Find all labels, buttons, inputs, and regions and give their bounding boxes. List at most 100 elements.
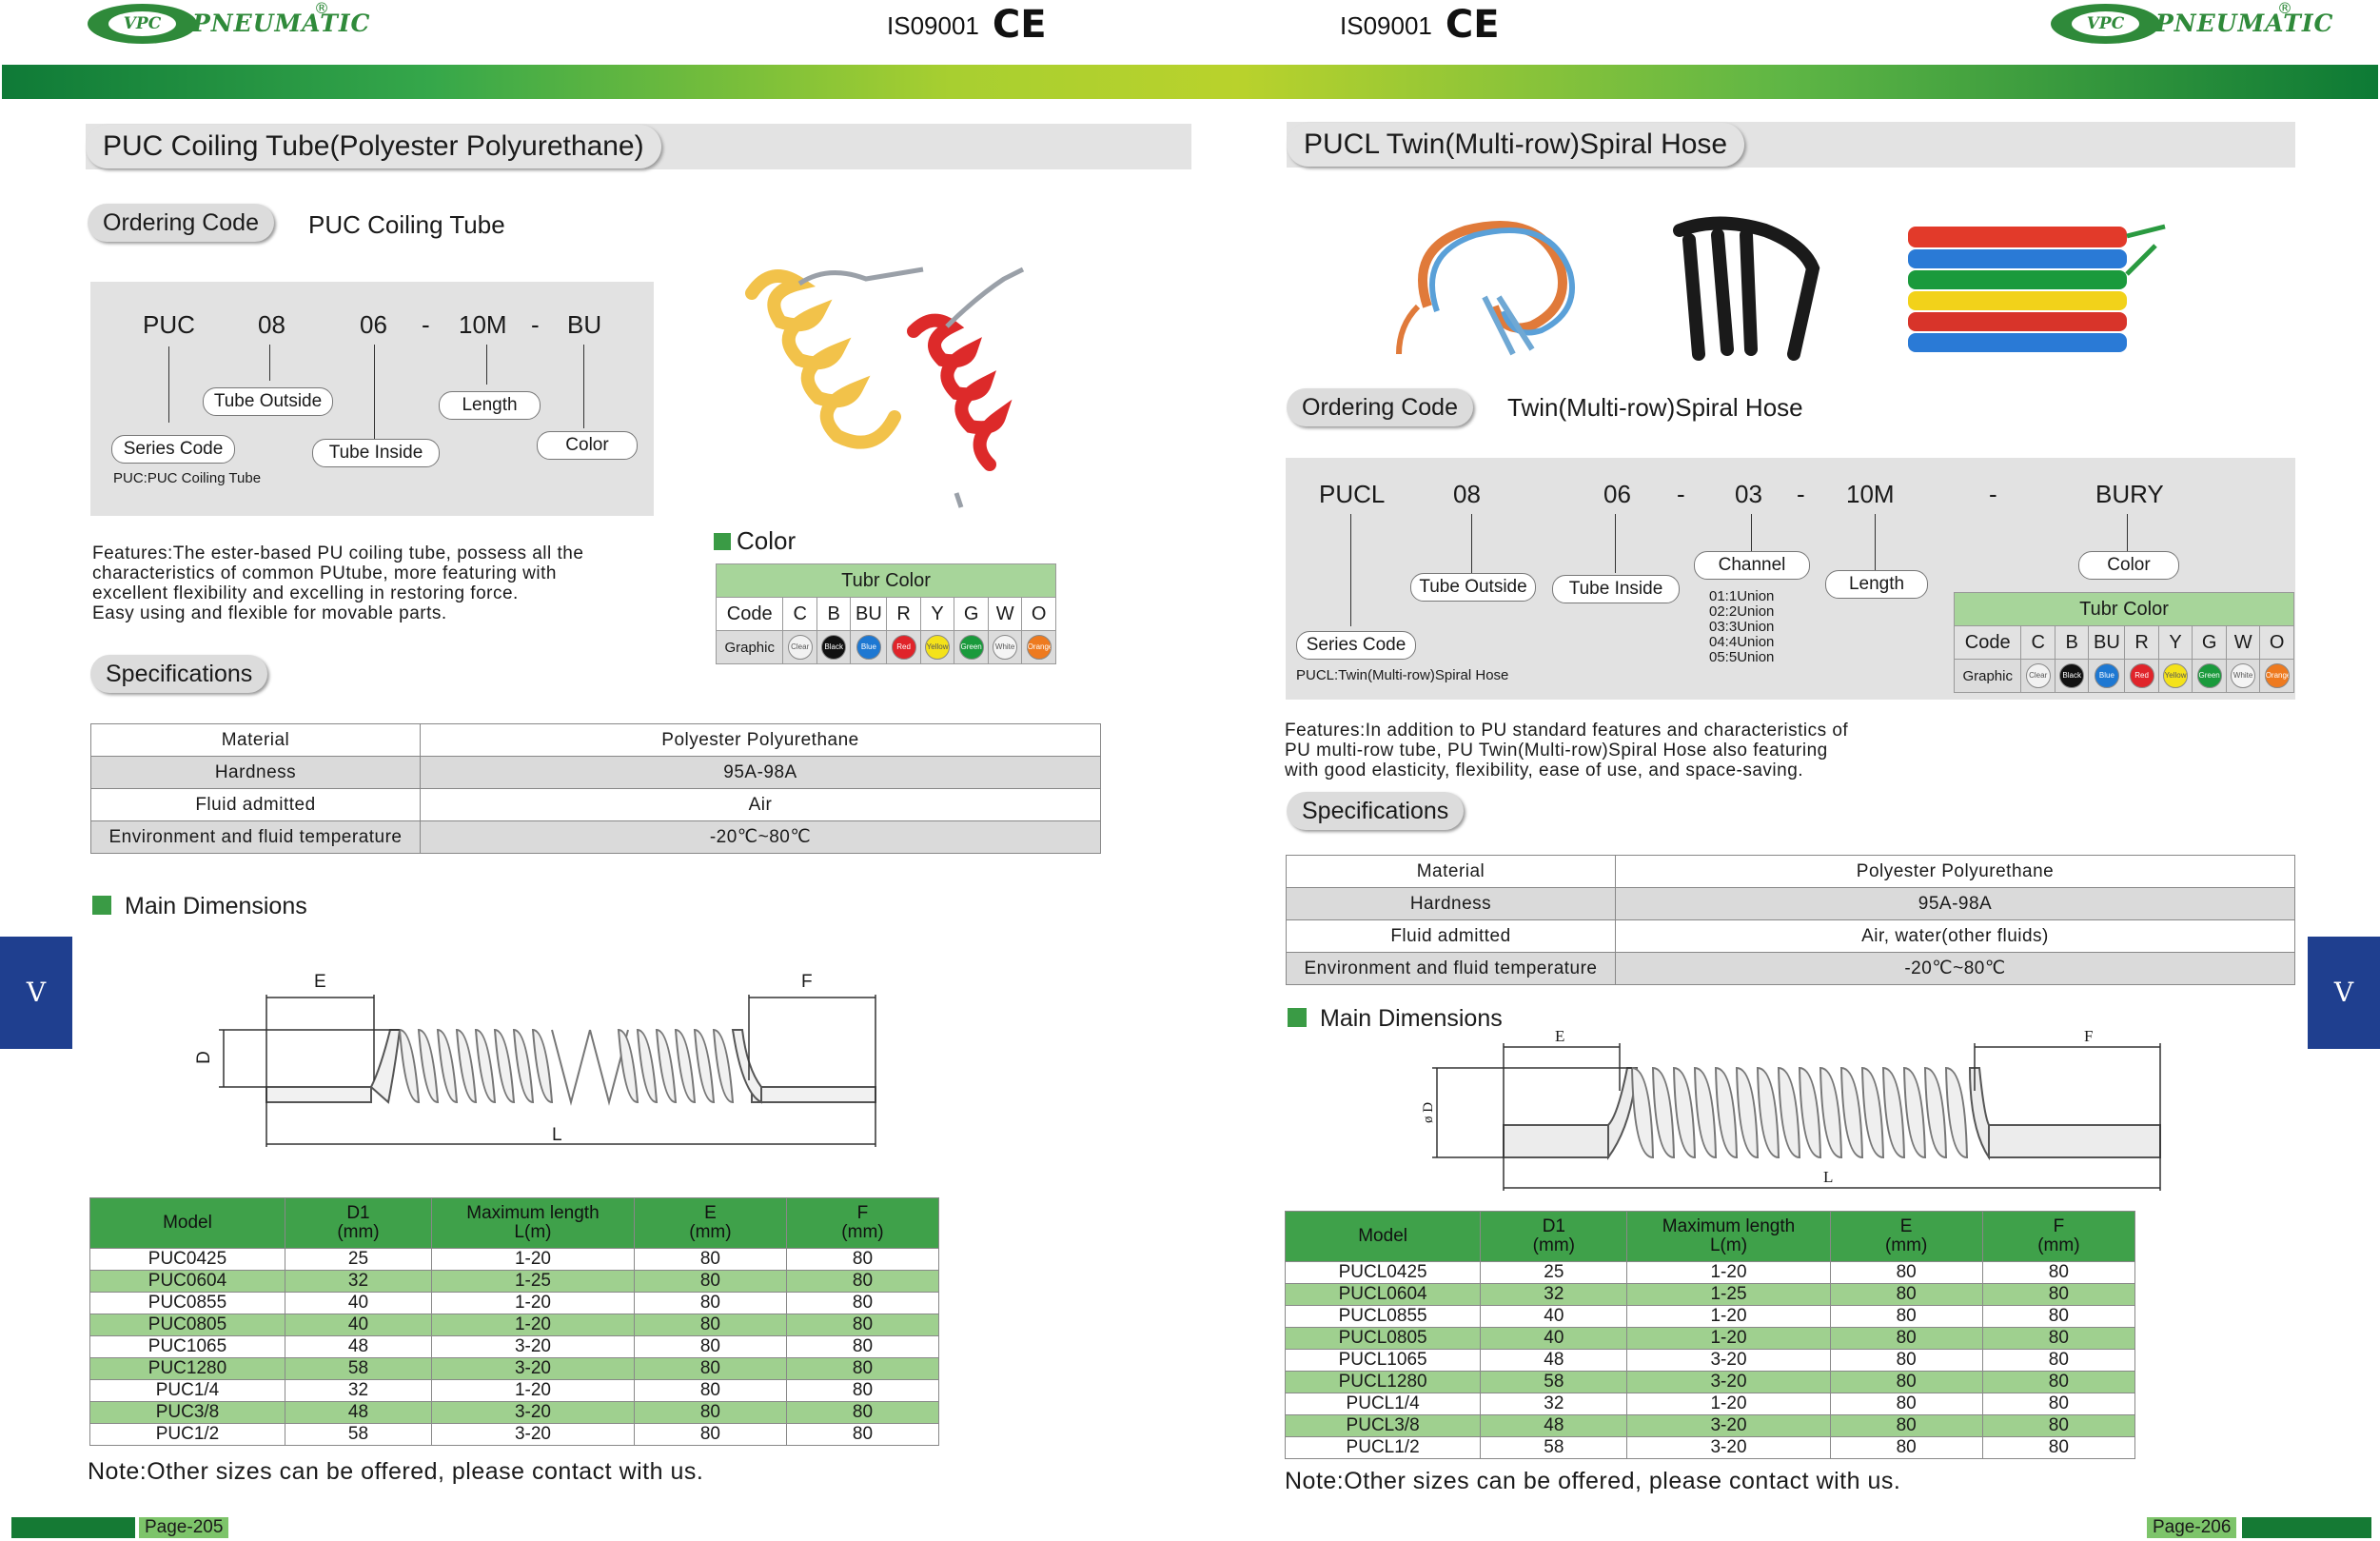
dim-cell: 40 [284,1292,433,1314]
green-square-icon [1288,1008,1307,1027]
code-part: 10M [459,310,507,339]
dim-cell: 80 [785,1270,940,1293]
dim-cell: 80 [633,1357,787,1380]
color-graphic-row: Graphic Clear Black Blue Red Yellow Gree… [715,630,1056,664]
dim-header-cell: F (mm) [785,1197,940,1249]
main-dimensions-text: Main Dimensions [125,893,307,919]
color-code: G [2192,625,2227,660]
color-swatch: Yellow [925,635,951,660]
left-dimension-drawing [219,995,876,1147]
color-code: C [782,597,817,631]
dim-cell: 80 [1981,1261,2136,1284]
dim-cell: PUC0425 [89,1248,285,1271]
right-specifications-pill: Specifications [1287,792,1465,830]
code-part: 08 [1453,480,1481,508]
dim-cell: 3-20 [431,1423,635,1446]
main-dimensions-text: Main Dimensions [1320,1005,1503,1032]
registered-mark: ® [314,0,329,17]
right-note: Note:Other sizes can be offered, please … [1285,1468,1901,1494]
dim-cell: 80 [785,1335,940,1358]
connector-line [1615,514,1616,573]
dim-cell: 3-20 [1626,1371,1831,1393]
color-swatch: Yellow [2163,663,2189,688]
right-page-footer: Page-206 [2147,1517,2371,1538]
color-swatch: Orange [2264,663,2290,688]
spec-value: -20℃~80℃ [420,820,1101,854]
color-swatch: Green [958,635,984,660]
dim-cell: 80 [633,1335,787,1358]
dim-header-cell: E (mm) [1829,1211,1983,1262]
dim-cell: 1-20 [431,1379,635,1402]
right-dimension-drawing [1432,1043,2161,1191]
color-swatch: Clear [2025,663,2051,688]
connector-line [269,345,270,381]
dim-cell: PUC0805 [89,1314,285,1336]
color-table-title: Tubr Color [716,563,1056,598]
dim-cell: 80 [633,1248,787,1271]
label-color: Color [537,431,638,460]
connector-line [1350,514,1351,626]
dim-cell: 32 [284,1379,433,1402]
connector-line [583,345,584,428]
logo-badge: VPC [107,10,178,38]
feature-line: Easy using and flexible for movable part… [92,603,447,623]
dim-cell: 32 [1480,1393,1628,1415]
dim-cell: 58 [1480,1436,1628,1459]
dim-cell: 58 [284,1357,433,1380]
dim-cell: 1-25 [431,1270,635,1293]
color-code-row: Code C B BU R Y G W O [1953,625,2294,660]
color-heading: Color [714,522,796,560]
dim-cell: PUCL0805 [1284,1327,1482,1350]
header-gradient-band [2,65,2378,99]
label-tube-inside: Tube Inside [312,439,440,467]
spec-key: Environment and fluid temperature [90,820,421,854]
code-part: BURY [2095,480,2164,508]
color-swatch: Red [2129,663,2154,688]
dim-cell: PUCL0604 [1284,1283,1482,1306]
code-part: PUC [143,310,195,339]
connector-line [1471,514,1472,573]
color-heading-text: Color [737,526,797,555]
color-code: R [886,597,921,631]
dim-cell: 80 [633,1379,787,1402]
dim-cell: 1-25 [1626,1283,1831,1306]
ce-mark: CE [1445,3,1500,47]
spec-key: Material [1286,855,1616,888]
drawing-label-d: D [193,1051,214,1064]
dim-cell: 48 [284,1401,433,1424]
dim-cell: 80 [785,1292,940,1314]
dim-cell: PUC0604 [89,1270,285,1293]
spec-value: Polyester Polyurethane [1615,855,2295,888]
dim-cell: PUC3/8 [89,1401,285,1424]
dim-header-cell: Maximum length L(m) [431,1197,635,1249]
dim-cell: 32 [1480,1283,1628,1306]
registered-mark: ® [2277,0,2292,17]
channel-option: 02:2Union [1709,603,1775,620]
label-tube-inside: Tube Inside [1552,575,1680,603]
graphic-label: Graphic [1953,659,2022,693]
dim-cell: 1-20 [431,1292,635,1314]
channel-option: 05:5Union [1709,649,1775,665]
dim-cell: 80 [785,1248,940,1271]
dim-cell: 80 [1981,1283,2136,1306]
color-code-row: Code C B BU R Y G W O [715,597,1056,631]
color-code: O [1021,597,1056,631]
spec-key: Fluid admitted [1286,919,1616,953]
right-section-tab: V [2308,937,2380,1049]
code-part: - [1677,480,1685,508]
color-swatch: Orange [1026,635,1052,660]
color-code: B [2054,625,2090,660]
footer-bar [11,1517,135,1538]
code-part: BU [567,310,602,339]
dim-header-cell: D1 (mm) [284,1197,433,1249]
